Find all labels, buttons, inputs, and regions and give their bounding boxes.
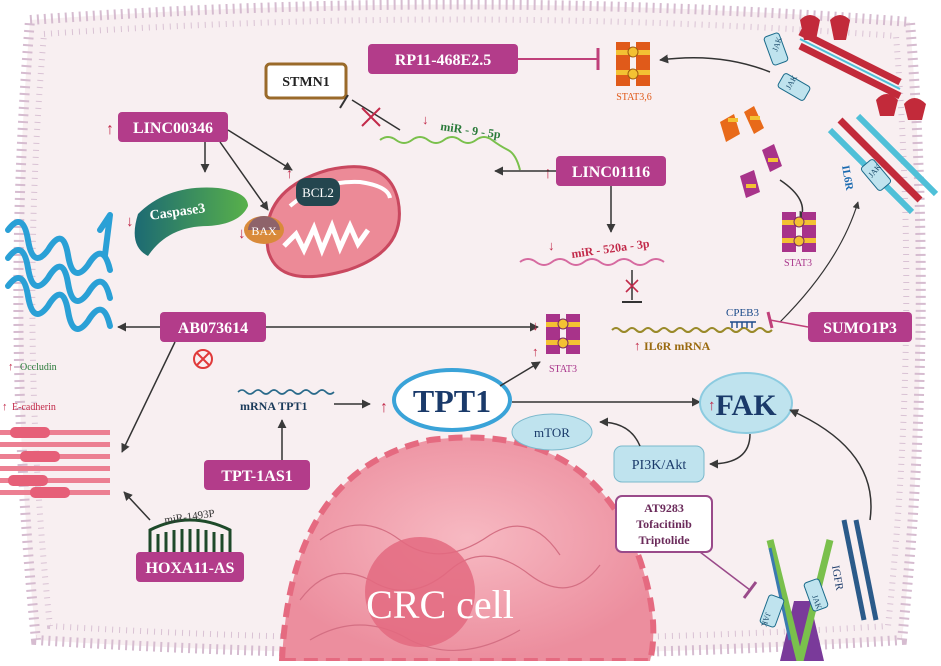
- bax-badge: BAX: [244, 216, 284, 244]
- linc01116-box: LINC01116: [556, 156, 666, 186]
- mrna-tpt1-strand: [237, 389, 335, 395]
- ab073614-label: AB073614: [178, 320, 248, 337]
- caspase3-shape: Caspase3: [134, 187, 248, 256]
- igfr-label: IGFR: [829, 564, 845, 591]
- stat36-label: STAT3,6: [616, 92, 652, 103]
- drug-box: AT9283 Tofacitinib Triptolide: [615, 495, 713, 553]
- il6r-mrna-label: IL6R mRNA: [644, 339, 711, 353]
- stat36-dimer: [616, 42, 650, 86]
- rp11-label: RP11-468E2.5: [395, 52, 491, 69]
- linc00346-label: LINC00346: [133, 120, 213, 137]
- stat3-up-arrow-icon: ↑: [532, 344, 539, 359]
- drug-2-label: Tofacitinib: [636, 517, 692, 531]
- fak-node: FAK: [699, 372, 793, 434]
- nucleolus: [365, 537, 475, 647]
- stat3-down-arrow-icon: ↓: [532, 318, 539, 333]
- mtor-label: mTOR: [534, 425, 570, 440]
- mir9-down-arrow-icon: ↓: [422, 112, 429, 127]
- tpt1-up-arrow-icon: ↑: [380, 399, 388, 416]
- circled-x-icon: [193, 349, 213, 369]
- pi3k-label: PI3K/Akt: [632, 458, 687, 473]
- caspase3-down-arrow-icon: ↓: [126, 214, 134, 230]
- bcl2-label: BCL2: [302, 185, 334, 200]
- il6r-mrna-up-arrow-icon: ↑: [634, 338, 641, 353]
- bax-label: BAX: [251, 224, 277, 238]
- bcl2-badge: BCL2: [296, 178, 340, 206]
- stat3-center-dimer: [546, 314, 580, 354]
- linc00346-box: LINC00346: [118, 112, 228, 142]
- stat-monomers-purple: [740, 144, 782, 198]
- tpt1-label: TPT1: [413, 383, 491, 419]
- mir1493-hairpin: [148, 518, 232, 552]
- igfr-receptor: JAK JAK IGFR: [759, 519, 879, 662]
- sumo1p3-label: SUMO1P3: [823, 320, 897, 337]
- block-x-icon-2: [625, 279, 639, 293]
- il6r-label: IL6R: [839, 164, 855, 192]
- bcl2-up-arrow-icon: ↑: [286, 167, 293, 182]
- mir9-strand: [379, 136, 521, 171]
- mtor-node: mTOR: [511, 413, 593, 451]
- cell-cytoplasm: [13, 0, 926, 659]
- tpt1as1-label: TPT-1AS1: [221, 468, 292, 485]
- occludin-up-arrow-icon: ↑: [8, 361, 14, 373]
- linc01116-label: LINC01116: [572, 164, 650, 181]
- rp11-box: RP11-468E2.5: [368, 44, 518, 74]
- occludin-structure: [5, 212, 113, 332]
- tpt1as1-box: TPT-1AS1: [204, 460, 310, 490]
- block-x-icon: [361, 107, 381, 127]
- il6r-receptor: JAK IL6R: [827, 94, 939, 215]
- mrna-tpt1-label: mRNA TPT1: [240, 399, 307, 413]
- drug-1-label: AT9283: [644, 501, 684, 515]
- ecadherin-structure: [0, 427, 110, 498]
- mir520-strand: [519, 258, 665, 266]
- linc00346-up-arrow-icon: ↑: [106, 121, 114, 138]
- ecadherin-label: E-cadherin: [12, 402, 56, 413]
- ab073614-box: AB073614: [160, 312, 266, 342]
- stat3-right-label: STAT3: [784, 258, 812, 269]
- stmn1-label: STMN1: [282, 75, 329, 90]
- bax-down-arrow-icon: ↓: [238, 226, 246, 242]
- tpt1-node: TPT1: [392, 368, 512, 432]
- hoxa11-box: HOXA11-AS: [136, 552, 244, 582]
- stat-monomers-orange: [720, 106, 764, 142]
- stat3-right-dimer: [782, 212, 816, 252]
- il6r-mrna-strand: [611, 327, 773, 333]
- cpeb3-label: CPEB3: [726, 307, 760, 319]
- occludin-label: Occludin: [20, 362, 57, 373]
- mir520-down-arrow-icon: ↓: [548, 238, 555, 253]
- stmn1-box: STMN1: [264, 62, 348, 100]
- cell-membrane-inner: [29, 16, 910, 642]
- nucleus: CRC cell: [278, 434, 657, 664]
- fak-label: FAK: [715, 389, 777, 422]
- receptor-top: JAK JAK: [763, 15, 902, 101]
- linc01116-up-arrow-icon: ↑: [544, 165, 552, 182]
- stat3-center-label: STAT3: [549, 364, 577, 375]
- pi3k-box: PI3K/Akt: [613, 445, 705, 483]
- ecadherin-up-arrow-icon: ↑: [2, 401, 8, 413]
- cpeb3-comb-icon: [730, 321, 756, 328]
- hoxa11-label: HOXA11-AS: [146, 560, 235, 577]
- fak-up-arrow-icon: ↑: [708, 398, 716, 414]
- sumo1p3-box: SUMO1P3: [808, 312, 912, 342]
- drug-3-label: Triptolide: [638, 533, 690, 547]
- crc-cell-label: CRC cell: [366, 582, 514, 627]
